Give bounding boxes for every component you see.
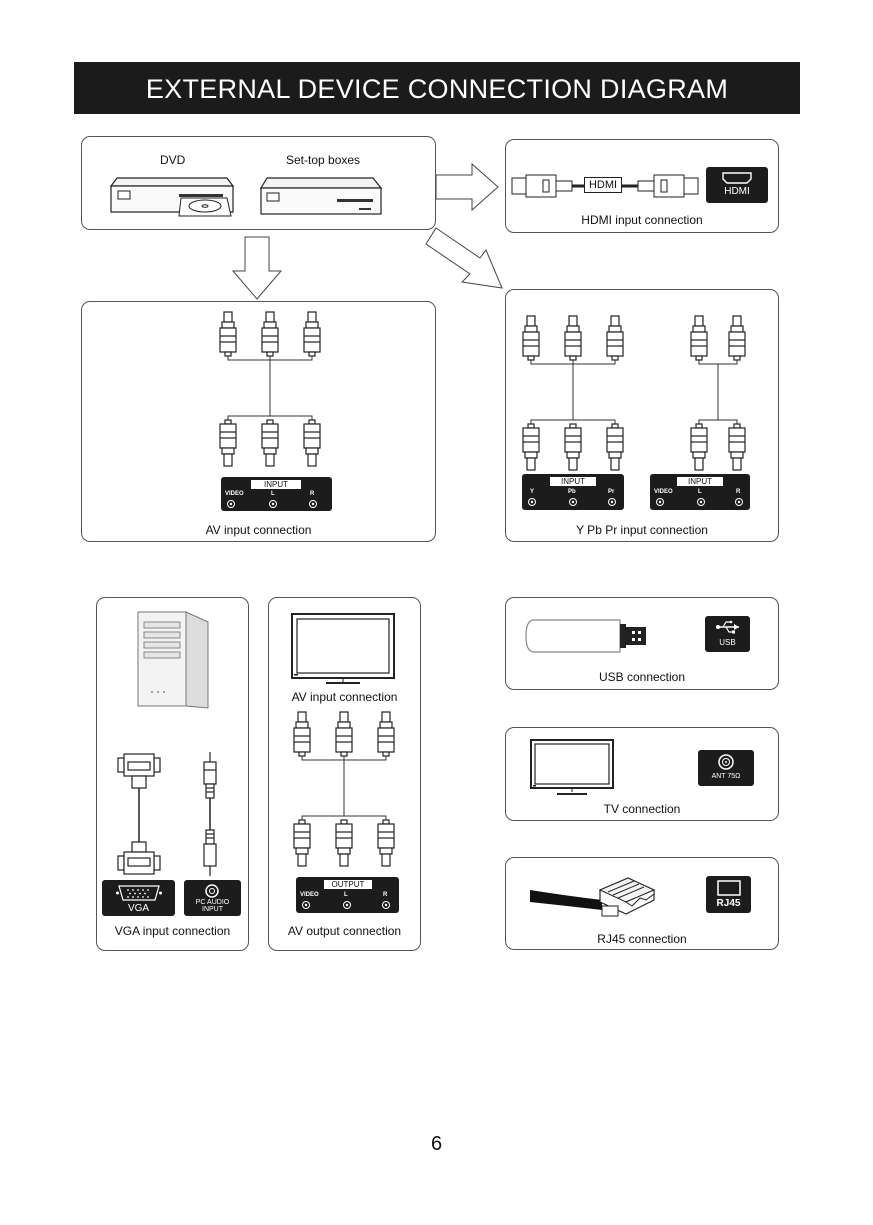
av-input-port-label-r: R [310,491,315,497]
av-output-label-r: R [383,892,388,898]
av-output-panel-title-text: OUTPUT [331,880,365,889]
ypbpr-port-label-pb: Pb [568,489,576,495]
ypbpr-audio-label-r: R [736,489,741,495]
ypbpr-jacks-icon [528,498,616,506]
ant-port-panel: ANT 75Ω [698,750,754,786]
ypbpr-audio-panel-title: INPUT [677,477,723,486]
av-output-label-l: L [344,892,348,898]
dvd-label: DVD [160,153,186,167]
ypbpr-port-label-y: Y [530,489,535,495]
hdmi-port-label: HDMI [724,186,750,197]
av-input-port-label-video: VIDEO [225,491,244,497]
ypbpr-caption: Y Pb Pr input connection [576,523,708,537]
rj45-caption: RJ45 connection [597,932,687,946]
pc-audio-jack-icon [205,884,219,898]
ypbpr-audio-label-l: L [698,489,702,495]
hdmi-caption: HDMI input connection [581,213,703,227]
ypbpr-audio-jacks-icon [656,498,743,506]
ypbpr-panel-title: INPUT [550,477,596,486]
ypbpr-cable-icon [522,315,624,471]
ethernet-cable-icon [530,877,656,917]
vga-cable-icon [117,753,161,875]
pc-audio-label-1: PC AUDIO [195,899,230,906]
pc-tower-icon [137,611,209,709]
usb-stick-icon [525,619,646,653]
av-output-top-caption: AV input connection [291,690,398,704]
vga-port-panel: VGA [102,880,175,916]
av-input-panel-title: INPUT [251,480,301,489]
rj45-port-label: RJ45 [716,898,741,909]
av-input-port-label-l: L [271,491,275,497]
av-input-port-panel: INPUT VIDEO L R [221,477,332,511]
hdmi-cable-label: HDMI [584,177,622,193]
page-number: 6 [430,1133,443,1155]
hdmi-port-panel: HDMI [706,167,768,203]
usb-port-label: USB [719,638,736,647]
ypbpr-audio-panel-title-text: INPUT [688,477,712,486]
ypbpr-audio-label-video: VIDEO [654,489,673,495]
av-input-panel-title-text: INPUT [264,480,288,489]
rj45-port-icon [717,880,741,896]
arrow-down-icon [231,236,283,300]
settop-box-icon [259,177,383,215]
usb-symbol-icon [716,620,739,634]
tv-icon [530,739,614,795]
av-output-port-panel: OUTPUT VIDEO L R [296,877,399,913]
pc-audio-port-panel: PC AUDIO INPUT [184,880,241,916]
hdmi-cable-text: HDMI [588,179,618,191]
ypbpr-audio-port-panel: INPUT VIDEO L R [650,474,750,510]
ypbpr-port-label-pr: Pr [608,489,615,495]
av-input-caption: AV input connection [205,523,312,537]
antenna-jack-icon [718,754,734,770]
dvd-player-icon [109,177,235,217]
settop-label: Set-top boxes [286,153,361,167]
av-output-label-video: VIDEO [300,892,319,898]
av-output-cable-icon [293,711,395,867]
arrow-diagonal-icon [425,227,503,289]
ant-port-label: ANT 75Ω [711,773,741,780]
ypbpr-panel-title-text: INPUT [561,477,585,486]
ypbpr-port-panel: INPUT Y Pb Pr [522,474,624,510]
tv-monitor-icon [291,613,395,684]
pc-audio-label-2: INPUT [202,906,223,913]
hdmi-cable-icon [511,174,699,198]
vga-caption: VGA input connection [114,924,231,938]
av-output-panel-title: OUTPUT [324,880,372,889]
audio-jack-cable-icon [203,752,217,876]
rj45-port-panel: RJ45 [706,876,751,913]
av-output-jacks-icon [302,901,390,909]
arrow-right-icon [435,162,499,212]
av-cable-icon [219,311,321,467]
hdmi-port-icon [722,172,752,184]
vga-port-icon [116,885,162,901]
usb-port-panel: USB [705,616,750,652]
vga-port-label: VGA [127,903,150,914]
tv-caption: TV connection [603,802,681,816]
usb-caption: USB connection [598,670,686,684]
av-output-caption: AV output connection [287,924,402,938]
page-title: EXTERNAL DEVICE CONNECTION DIAGRAM [74,62,800,114]
audio-cable-icon [690,315,746,471]
av-input-jacks-icon [227,500,317,508]
